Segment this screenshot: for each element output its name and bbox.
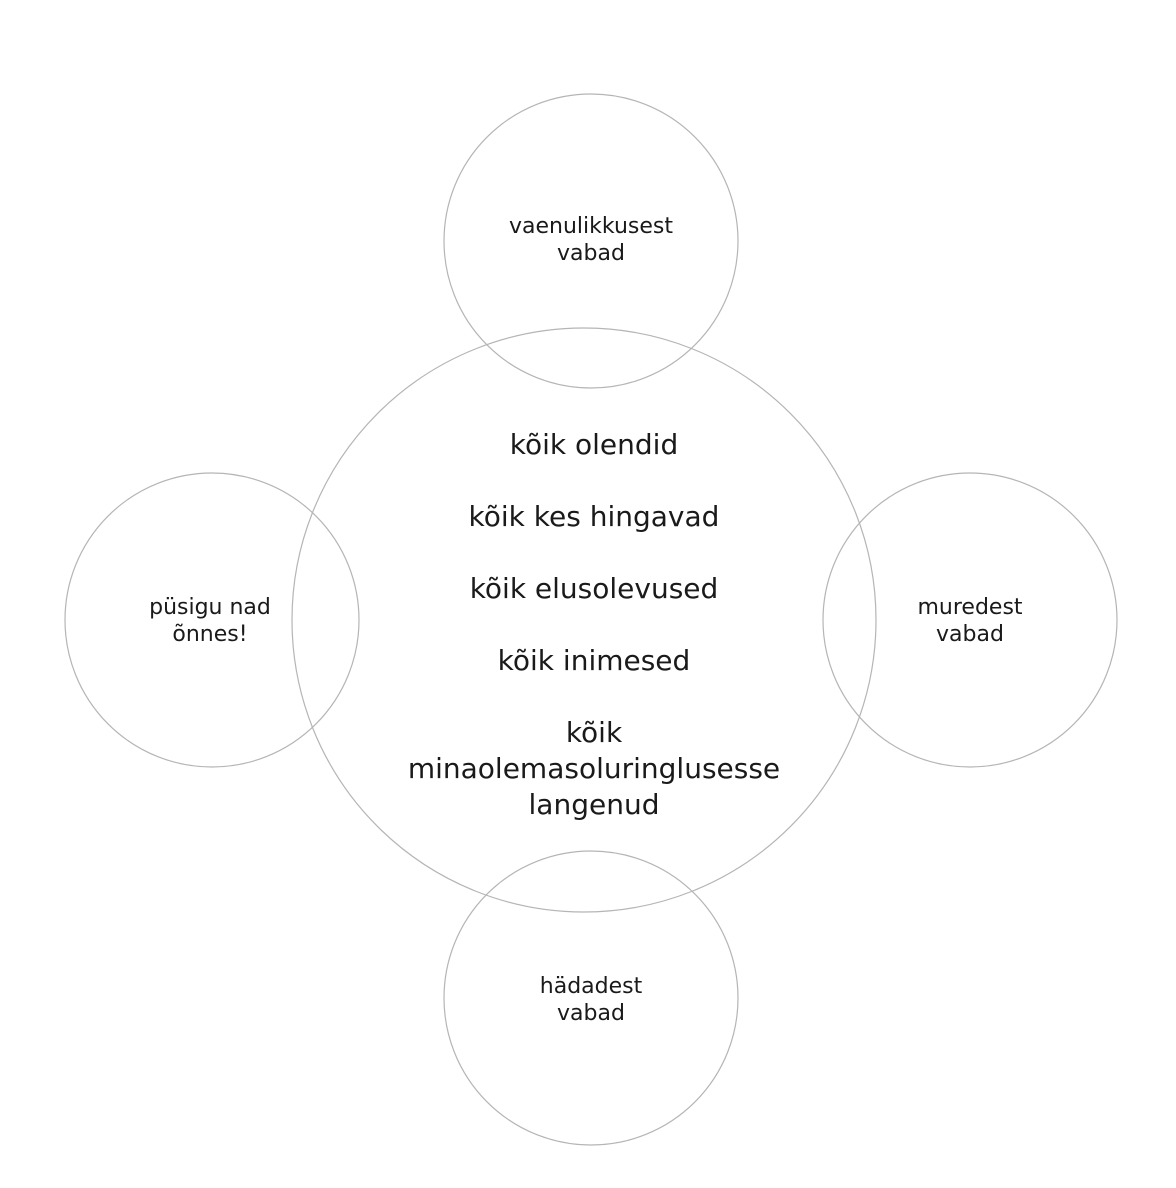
top-circle (443, 93, 739, 389)
center-line-elusolevused: kõik elusolevused (469, 572, 719, 605)
center-line-inimesed: kõik inimesed (497, 644, 691, 677)
center-line-langenud: kõik minaolemasoluringlusesse langenud (407, 716, 781, 821)
right-circle (822, 472, 1118, 768)
center-circle (291, 327, 877, 913)
center-line-hingavad: kõik kes hingavad (468, 500, 720, 533)
right-circle-label: muredest vabad (917, 595, 1023, 647)
left-circle-label: püsigu nad õnnes! (149, 595, 271, 647)
center-line-olendid: kõik olendid (509, 428, 679, 461)
top-circle-label: vaenulikkusest vabad (509, 214, 673, 266)
bottom-circle-label: hädadest vabad (539, 974, 643, 1026)
bottom-circle (443, 850, 739, 1146)
left-circle (64, 472, 360, 768)
center-text-group: kõik olendid kõik kes hingavad kõik elus… (364, 427, 824, 823)
